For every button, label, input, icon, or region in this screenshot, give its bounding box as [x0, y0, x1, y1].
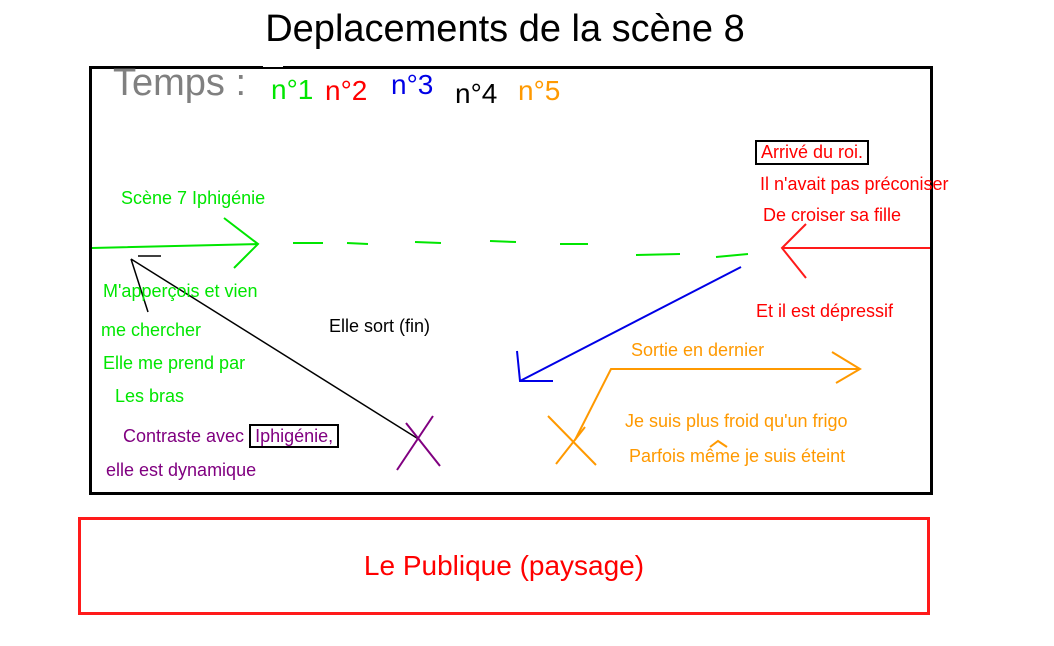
note-froid: Je suis plus froid qu'un frigo — [625, 411, 848, 431]
note-appercois: M'apperçois et vien — [103, 281, 258, 301]
black-arrow — [130, 255, 421, 441]
note-chercher: me chercher — [101, 320, 202, 340]
green-dashed-path — [293, 240, 749, 258]
orange-accent — [709, 439, 728, 448]
temps-n5: n°5 — [518, 75, 561, 106]
temps-n1: n°1 — [271, 74, 314, 105]
audience-label: Le Publique (paysage) — [363, 550, 645, 581]
page-title: Deplacements de la scène 8 — [265, 8, 745, 50]
note-eteint: Parfois même je suis éteint — [629, 446, 846, 466]
temps-label: Temps : — [113, 62, 247, 104]
blue-arrow — [516, 266, 742, 382]
note-preconiser: Il n'avait pas préconiser — [760, 174, 949, 194]
orange-cross — [547, 415, 597, 466]
temps-n2: n°2 — [325, 75, 368, 106]
note-contraste-text: Contraste avec — [123, 426, 245, 446]
note-dynamique: elle est dynamique — [106, 460, 257, 480]
note-bras: Les bras — [115, 386, 185, 406]
legend-tick — [263, 65, 283, 67]
note-depressif: Et il est dépressif — [756, 301, 894, 321]
audience-box: Le Publique (paysage) — [78, 517, 930, 615]
purple-cross — [396, 415, 441, 471]
red-arrow — [780, 223, 930, 279]
green-entrance-arrow — [91, 217, 260, 269]
orange-arrow — [574, 351, 862, 441]
note-iphigenie-boxed: Iphigénie, — [249, 424, 340, 448]
note-prend: Elle me prend par — [103, 353, 246, 373]
temps-n3: n°3 — [391, 69, 434, 100]
note-arrive: Arrivé du roi. — [755, 140, 870, 165]
temps-n4: n°4 — [455, 78, 498, 109]
stage-area — [89, 66, 933, 495]
note-sort: Elle sort (fin) — [329, 316, 431, 336]
note-sortie: Sortie en dernier — [631, 340, 765, 360]
note-contraste: Contraste avec Iphigénie, — [123, 424, 340, 448]
note-croiser: De croiser sa fille — [763, 205, 902, 225]
note-scene7: Scène 7 Iphigénie — [121, 188, 266, 208]
